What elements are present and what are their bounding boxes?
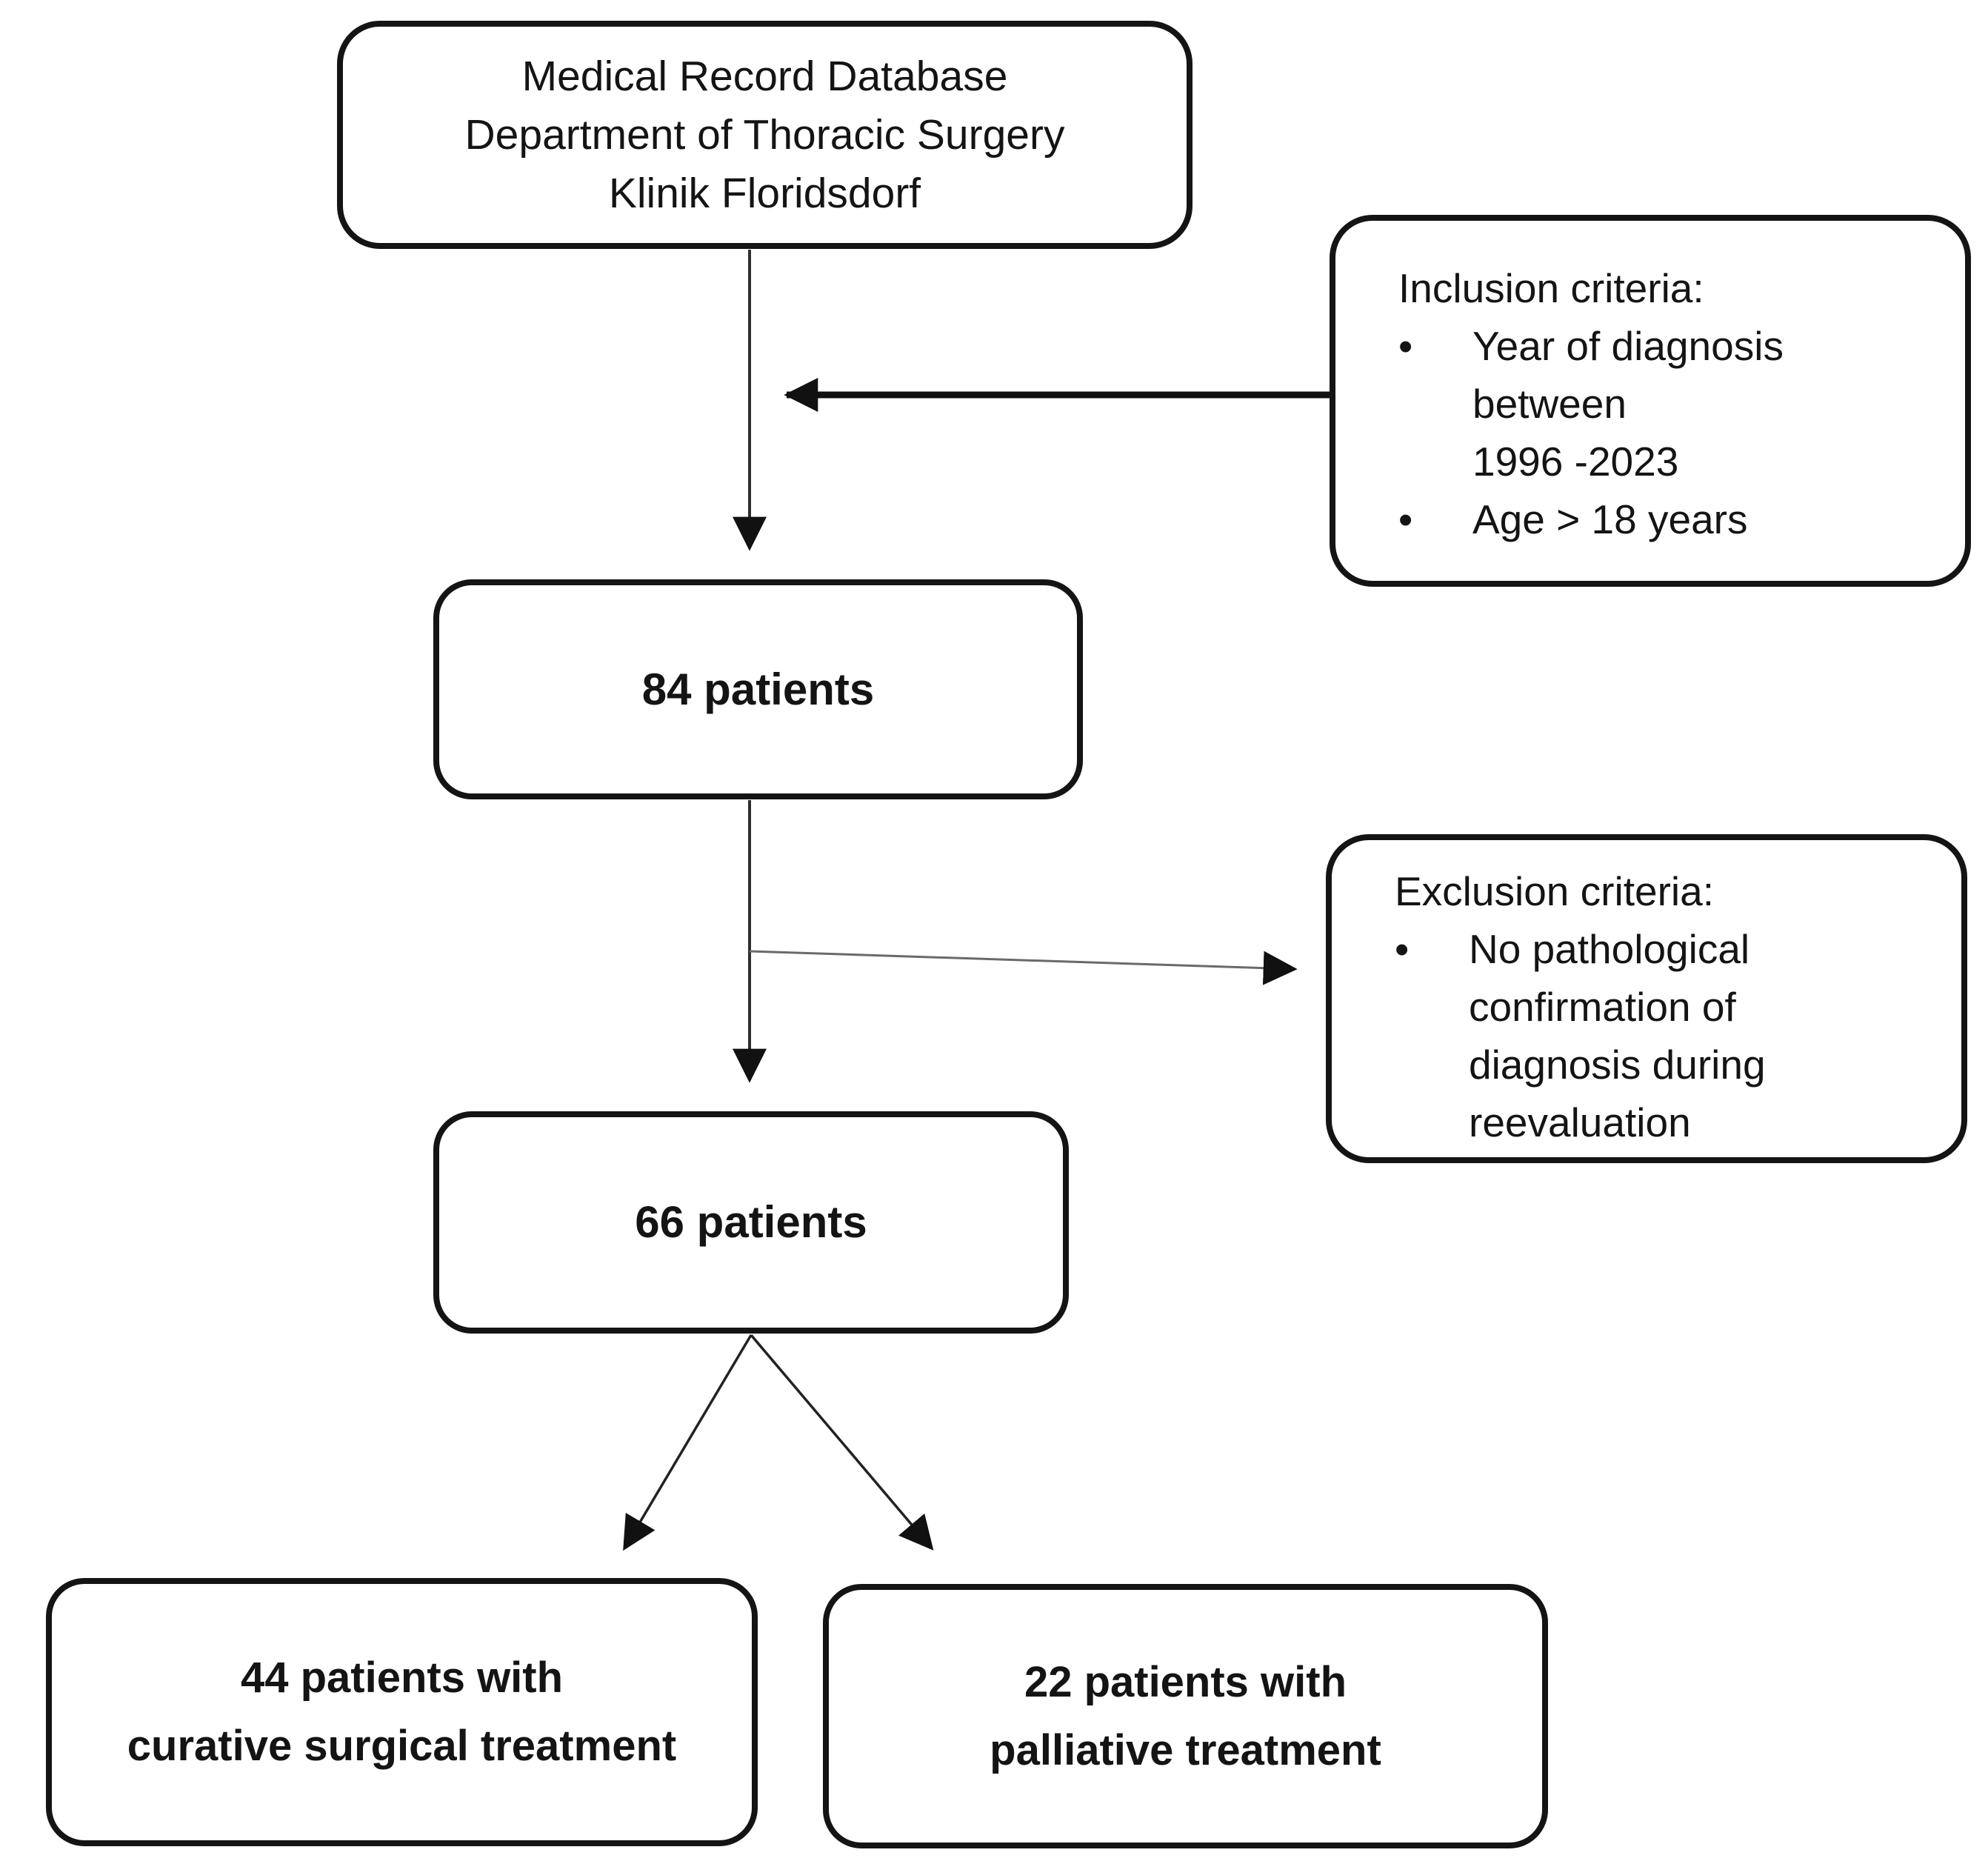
inclusion-criterion-text: Age > 18 years [1472,496,1748,542]
arrow-flow-to-exclusion [749,950,1298,985]
exclusion-criteria-title: Exclusion criteria: [1395,868,1714,914]
inclusion-criterion-text: Year of diagnosis between 1996 -2023 [1472,323,1784,485]
exclusion-criteria-box: Exclusion criteria: • No pathological co… [1326,834,1967,1163]
inclusion-criteria-box: Inclusion criteria: • Year of diagnosis … [1330,215,1971,587]
exclusion-criterion-text: No pathological confirmation of diagnosi… [1469,926,1766,1145]
bullet-icon: • [1398,496,1413,542]
palliative-treatment-box: 22 patients with palliative treatment [823,1584,1548,1848]
inclusion-criterion-item: • Age > 18 years [1398,490,1943,548]
cohort-66-patients-box: 66 patients [433,1111,1069,1334]
cohort-84-patients-box: 84 patients [433,579,1083,799]
arrow-66-to-palliative [750,1334,934,1551]
inclusion-criteria-title: Inclusion criteria: [1398,265,1704,311]
exclusion-criterion-item: • No pathological confirmation of diagno… [1395,920,1939,1151]
bullet-icon: • [1398,323,1413,369]
source-database-box: Medical Record Database Department of Th… [337,21,1193,249]
inclusion-criterion-item: • Year of diagnosis between 1996 -2023 [1398,317,1943,490]
arrow-66-to-curative [623,1334,753,1551]
curative-treatment-box: 44 patients with curative surgical treat… [46,1578,758,1846]
bullet-icon: • [1395,926,1410,972]
